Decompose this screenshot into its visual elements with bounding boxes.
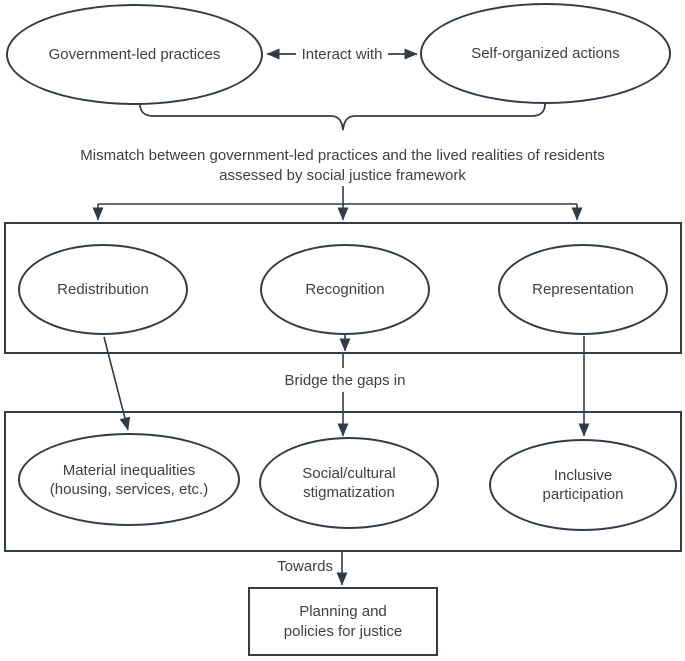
outcome-box-label: Planning and policies for justice: [284, 602, 402, 642]
mismatch-caption: Mismatch between government-led practice…: [0, 146, 685, 186]
representation-ellipse: Representation: [498, 244, 668, 335]
social-stigmatization-label: Social/cultural stigmatization: [302, 464, 395, 502]
self-organized-label: Self-organized actions: [471, 45, 620, 62]
mismatch-caption-line1: Mismatch between government-led practice…: [80, 147, 605, 164]
material-inequalities-line2: (housing, services, etc.): [49, 480, 209, 498]
outcome-box: Planning and policies for justice: [248, 587, 438, 656]
government-practices-ellipse: Government-led practices: [6, 4, 263, 105]
inclusive-participation-line1: Inclusive: [553, 467, 613, 484]
self-organized-ellipse: Self-organized actions: [420, 3, 671, 104]
redistribution-ellipse: Redistribution: [18, 244, 188, 335]
inclusive-participation-ellipse: Inclusive participation: [489, 439, 677, 531]
recognition-label: Recognition: [305, 281, 385, 298]
social-stigmatization-line1: Social/cultural: [302, 465, 396, 482]
interact-with-label: Interact with: [301, 46, 383, 63]
outcome-box-line1: Planning and: [299, 602, 387, 620]
representation-label: Representation: [532, 281, 634, 298]
brace-connector: [139, 103, 546, 131]
material-inequalities-line1: Material inequalities: [62, 461, 196, 479]
government-practices-label: Government-led practices: [48, 46, 221, 63]
material-inequalities-label: Material inequalities (housing, services…: [50, 461, 208, 499]
social-stigmatization-line2: stigmatization: [303, 484, 395, 501]
recognition-ellipse: Recognition: [260, 244, 430, 335]
outcome-box-line2: policies for justice: [283, 622, 403, 640]
social-stigmatization-ellipse: Social/cultural stigmatization: [259, 437, 439, 529]
towards-label: Towards: [277, 558, 333, 575]
mismatch-caption-line2: assessed by social justice framework: [219, 167, 466, 184]
material-inequalities-ellipse: Material inequalities (housing, services…: [18, 433, 240, 526]
inclusive-participation-line2: participation: [542, 486, 624, 503]
inclusive-participation-label: Inclusive participation: [543, 466, 624, 504]
bridge-gaps-label: Bridge the gaps in: [270, 371, 420, 391]
redistribution-label: Redistribution: [57, 281, 149, 298]
